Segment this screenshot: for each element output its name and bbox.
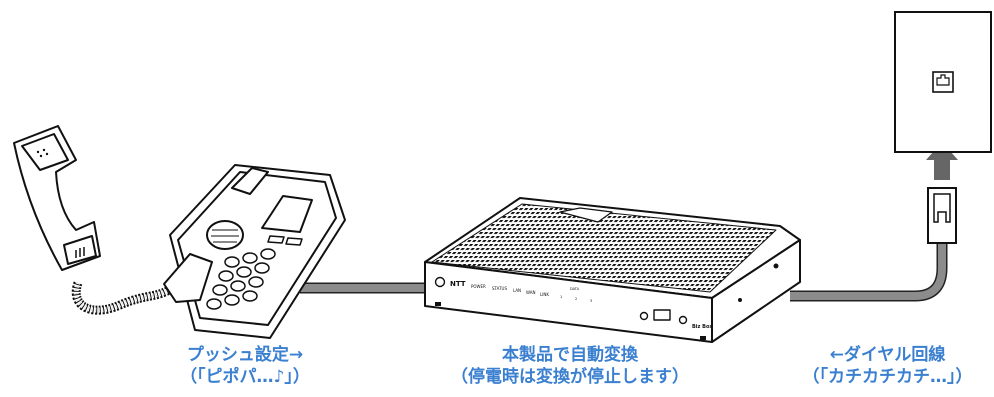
port-label-3: 3 bbox=[590, 299, 592, 303]
caption-router-line2: （停電時は変換が停止します） bbox=[451, 367, 689, 387]
led-label-lan: LAN bbox=[513, 288, 521, 293]
led-label-data: DATA bbox=[570, 287, 580, 291]
caption-push-setting: プッシュ設定→ （「ピポパ…♪」） bbox=[150, 344, 340, 388]
cable-router-to-wall bbox=[790, 240, 948, 302]
port-label-2: 2 bbox=[575, 297, 577, 301]
led-label-status: STATUS bbox=[492, 286, 507, 291]
led-label-link: LINK bbox=[540, 292, 549, 297]
caption-router-line1: 本製品で自動変換 bbox=[502, 345, 638, 365]
router-brand: NTT bbox=[450, 280, 466, 288]
handset-icon bbox=[13, 125, 101, 271]
caption-line-line2: （「カチカチカチ…」） bbox=[802, 367, 973, 387]
router-model: Biz Box bbox=[692, 324, 713, 330]
caption-dial-line: ←ダイヤル回線 （「カチカチカチ…」） bbox=[785, 344, 990, 388]
modular-plug bbox=[927, 187, 957, 244]
caption-phone-line2: （「ピポパ…♪」） bbox=[180, 367, 310, 387]
caption-phone-line1: プッシュ設定→ bbox=[186, 345, 304, 365]
led-label-wan: WAN bbox=[526, 290, 535, 295]
caption-auto-convert: 本製品で自動変換 （停電時は変換が停止します） bbox=[445, 344, 695, 388]
caption-line-line1: ←ダイヤル回線 bbox=[829, 345, 946, 365]
telephone-base bbox=[163, 164, 346, 339]
led-label-power: POWER bbox=[471, 284, 486, 289]
wall-jack bbox=[894, 11, 992, 153]
router-device bbox=[424, 197, 801, 343]
port-label-1: 1 bbox=[560, 295, 562, 299]
